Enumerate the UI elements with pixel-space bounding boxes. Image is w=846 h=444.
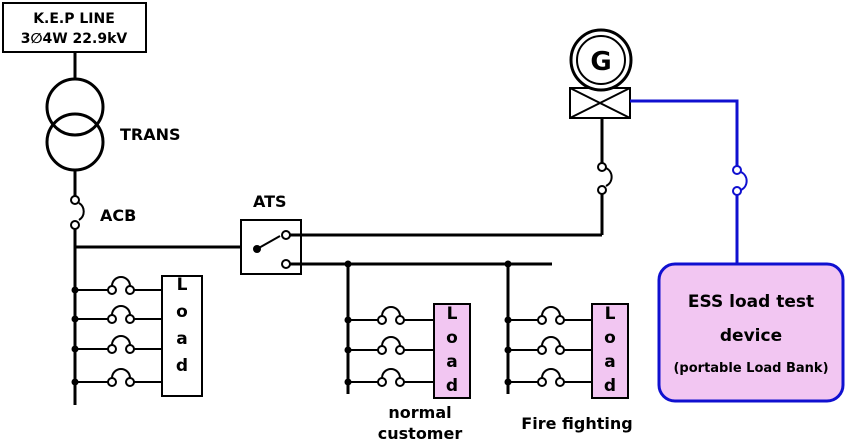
main-load-branch-3 bbox=[71, 335, 162, 354]
ats-switch-symbol bbox=[240, 219, 302, 275]
generator-label: G bbox=[590, 47, 611, 77]
ess-load-test-device: ESS load test device (portable Load Bank… bbox=[657, 262, 845, 403]
acb-label: ACB bbox=[100, 206, 136, 225]
ess-title-line2: device bbox=[720, 326, 782, 346]
normal-load-box bbox=[433, 303, 471, 399]
acb-breaker-symbol bbox=[70, 195, 85, 230]
normal-load-branch-1 bbox=[344, 260, 434, 325]
main-load-branch-4 bbox=[71, 368, 162, 387]
generator-breaker-box bbox=[569, 87, 631, 119]
ess-feed-line bbox=[630, 99, 739, 166]
normal-load-branch-3 bbox=[344, 368, 434, 387]
fire-load-box bbox=[591, 303, 629, 399]
fire-load-branch-1 bbox=[504, 260, 592, 325]
fire-load-branch-3 bbox=[504, 368, 592, 387]
generator-symbol: G bbox=[569, 28, 633, 92]
ess-breaker-symbol bbox=[732, 165, 748, 196]
transformer-label: TRANS bbox=[120, 125, 181, 144]
transformer-symbol bbox=[45, 77, 105, 172]
main-load-branch-1 bbox=[71, 276, 162, 295]
source-line-label: K.E.P LINE bbox=[33, 11, 115, 27]
ats-label: ATS bbox=[253, 192, 287, 211]
source-voltage-label: 3∅4W 22.9kV bbox=[21, 31, 128, 47]
source-box: K.E.P LINE 3∅4W 22.9kV bbox=[2, 2, 147, 53]
ess-title-line1: ESS load test bbox=[688, 292, 814, 312]
main-load-box bbox=[161, 275, 203, 397]
fire-load-branch-2 bbox=[504, 336, 592, 355]
ess-title-line3: (portable Load Bank) bbox=[673, 361, 828, 376]
generator-breaker-symbol bbox=[597, 162, 613, 195]
main-load-branch-2 bbox=[71, 305, 162, 324]
fire-caption: Fire fighting bbox=[521, 414, 632, 433]
normal-caption-line2: customer bbox=[378, 424, 463, 443]
normal-caption-line1: normal bbox=[388, 403, 451, 422]
normal-load-branch-2 bbox=[344, 336, 434, 355]
